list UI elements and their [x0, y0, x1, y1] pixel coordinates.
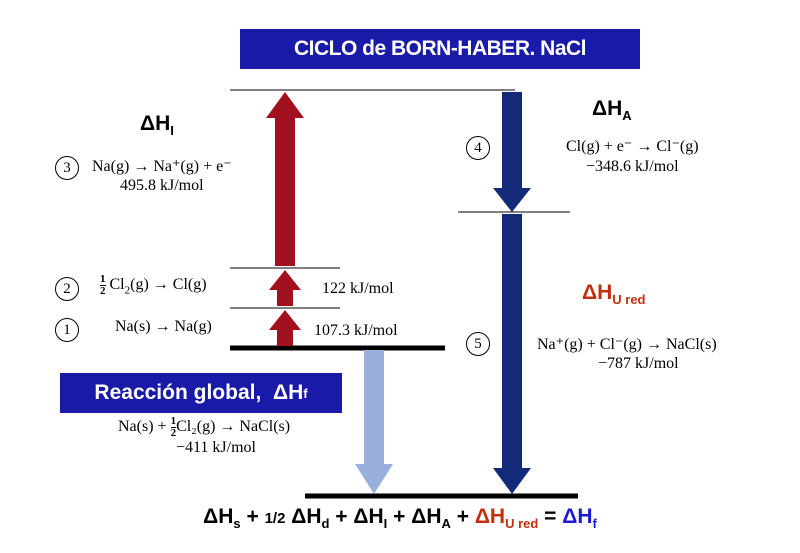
label-symbol: ΔH	[582, 281, 613, 304]
arrow-step-3	[266, 92, 304, 266]
overall-value: −411 kJ/mol	[176, 439, 256, 456]
arrow-step-2	[269, 270, 301, 306]
step-1-number: 1	[55, 318, 79, 342]
diagram-title: CICLO de BORN-HABER. NaCl	[240, 29, 640, 69]
step-5-value: −787 kJ/mol	[598, 355, 679, 372]
title-text: CICLO de BORN-HABER. NaCl	[293, 37, 587, 60]
step-4-reaction: Cl(g) + e⁻ → Cl⁻(g)	[566, 138, 699, 155]
global-label: Reacción global,	[94, 381, 262, 404]
step-5-number: 5	[466, 332, 490, 356]
label-subscript: U red	[612, 292, 646, 308]
label-delta-h-a: ΔHA	[592, 97, 632, 123]
label-delta-h-i: ΔHI	[140, 112, 174, 138]
label-symbol: ΔH	[592, 97, 623, 120]
arrow-step-1	[269, 310, 301, 346]
step-3-reaction: Na(g) → Na⁺(g) + e⁻	[92, 158, 232, 175]
hess-equation: ΔHs + 1/2 ΔHd + ΔHI + ΔHA + ΔHU red = ΔH…	[203, 505, 597, 532]
arrow-step-4	[493, 92, 531, 212]
arrow-overall	[355, 350, 393, 494]
label-delta-h-u-red: ΔHU red	[582, 281, 646, 307]
label-subscript: A	[622, 108, 632, 124]
step-4-number: 4	[466, 136, 490, 160]
step-4-value: −348.6 kJ/mol	[586, 158, 679, 175]
step-1-value: 107.3 kJ/mol	[314, 322, 398, 339]
step-3-value: 495.8 kJ/mol	[120, 177, 204, 194]
step-1-reaction: Na(s) → Na(g)	[115, 318, 212, 335]
step-5-reaction: Na⁺(g) + Cl⁻(g) → NaCl(s)	[537, 336, 717, 353]
label-symbol: ΔH	[140, 112, 171, 135]
global-subscript: f	[303, 385, 308, 401]
step-3-number: 3	[55, 156, 79, 180]
global-symbol: ΔH	[272, 381, 304, 404]
arrow-step-5	[493, 214, 531, 494]
step-2-number: 2	[55, 277, 79, 301]
step-2-value: 122 kJ/mol	[322, 280, 394, 297]
label-subscript: I	[170, 123, 174, 139]
